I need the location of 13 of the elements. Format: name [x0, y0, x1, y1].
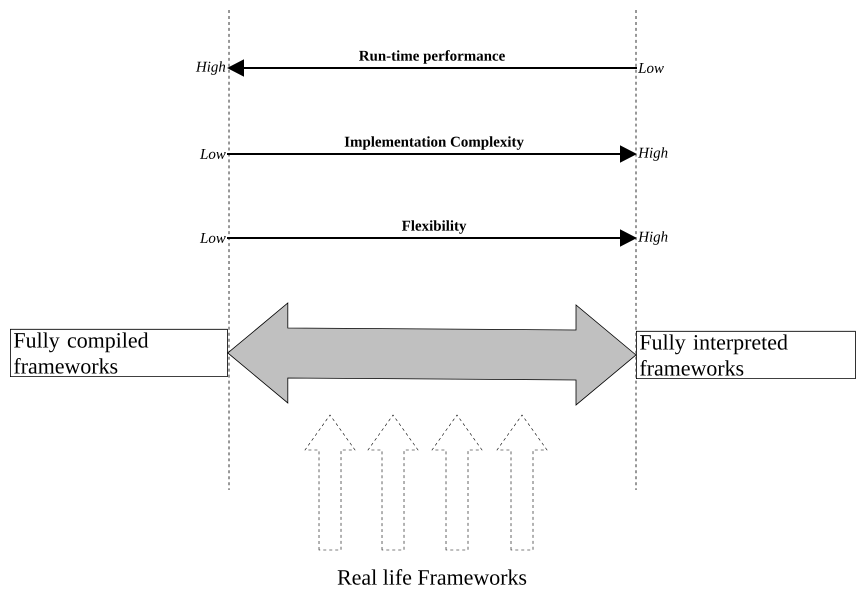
scale-end-label: High	[638, 231, 668, 245]
edge-label: Flexibility	[402, 220, 466, 234]
scale-end-label: High	[196, 61, 226, 75]
text-box: Fully interpreted frameworks	[636, 330, 856, 380]
scale-end-label: Low	[200, 233, 226, 243]
edge-label: Run-time performance	[359, 50, 505, 64]
scale-end-label: Low	[638, 63, 664, 73]
caption-text: Real life Frameworks	[338, 569, 526, 585]
edge-label: Implementation Complexity	[344, 136, 524, 150]
text-box: Fully compiled frameworks	[10, 328, 228, 378]
scale-end-label: Low	[200, 149, 226, 159]
block-arrow	[227, 302, 637, 406]
scale-end-label: High	[638, 147, 668, 161]
